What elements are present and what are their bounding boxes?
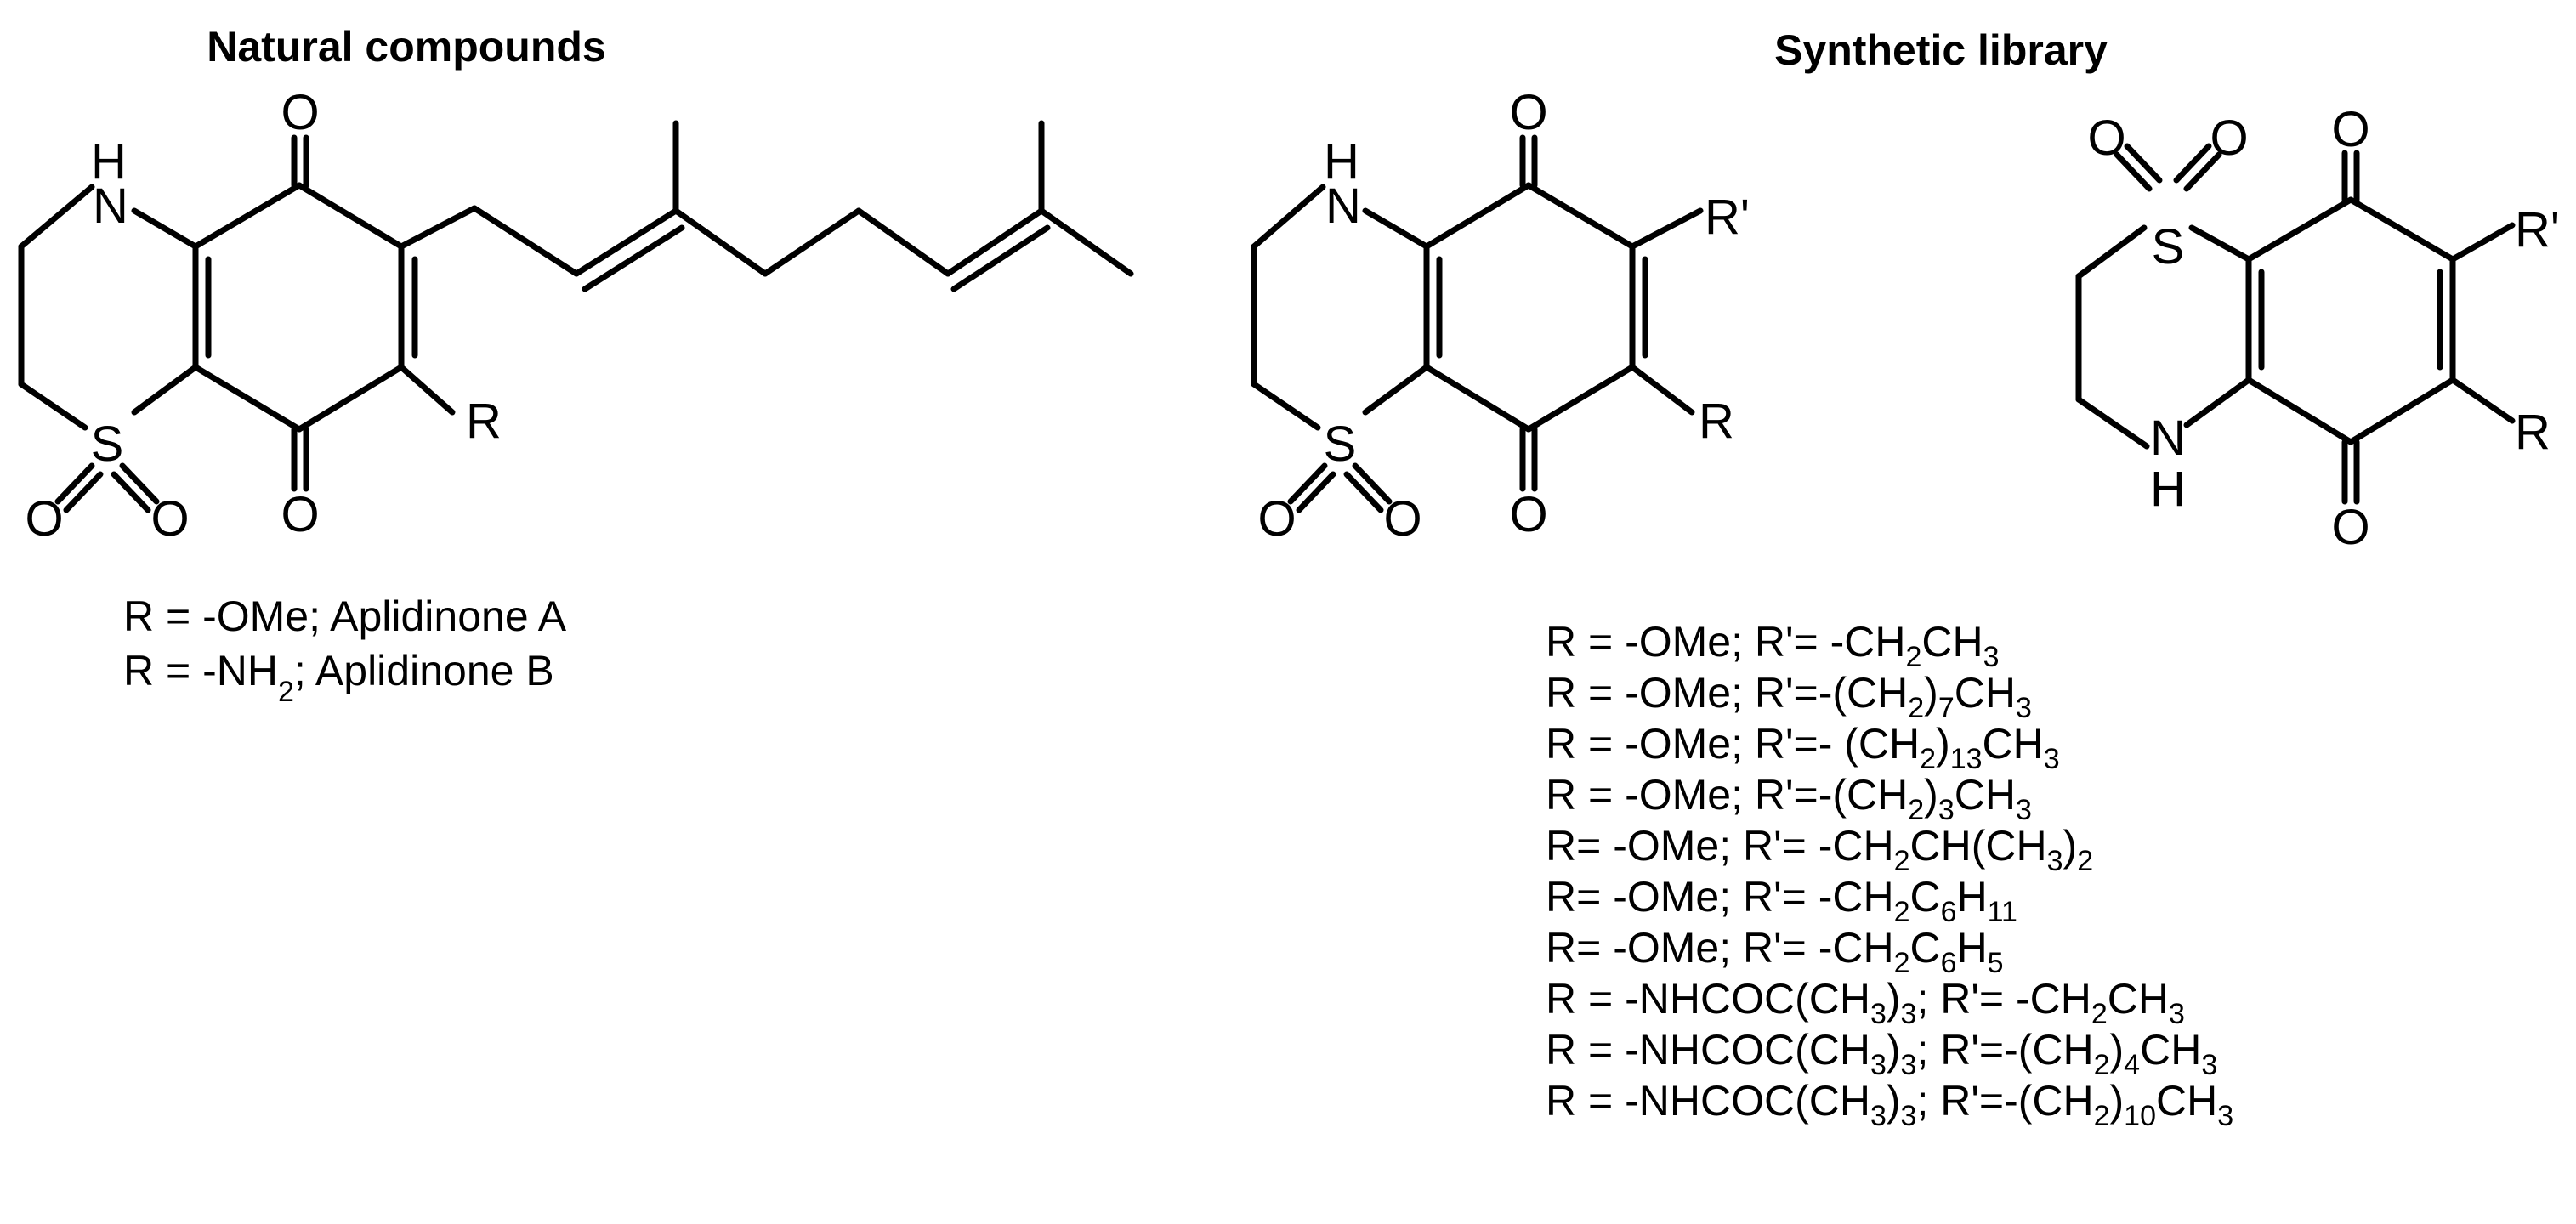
atom-o-carbonyl-bottom-synthetic-1: O: [1509, 487, 1547, 542]
atom-o-carbonyl-bottom-natural: O: [281, 487, 319, 542]
atom-s-synthetic-2: S: [2152, 219, 2185, 275]
atom-h-natural: H: [91, 134, 127, 190]
atom-o-sulfone-right-natural: O: [150, 491, 189, 547]
atom-n-natural: N: [93, 178, 128, 234]
caption-synthetic-6: R= -OMe; R'= -CH2C6H11: [1546, 873, 2017, 928]
atom-h-synthetic-1: H: [1324, 134, 1359, 190]
bonds-natural: [18, 120, 1134, 513]
caption-synthetic-5: R= -OMe; R'= -CH2CH(CH3)2: [1546, 822, 2093, 877]
caption-synthetic-10: R = -NHCOC(CH3)3; R'=-(CH2)10CH3: [1546, 1077, 2233, 1132]
caption-synthetic-2: R = -OMe; R'=-(CH2)7CH3: [1546, 669, 2032, 724]
bonds-synthetic-2: [2075, 143, 2516, 505]
heading-natural-compounds: Natural compounds: [207, 23, 605, 71]
atom-n-synthetic-1: N: [1325, 178, 1361, 234]
atom-o-sulfone-right-synthetic-1: O: [1383, 491, 1421, 547]
atom-r-synthetic-2: R: [2515, 405, 2550, 460]
caption-aplidinone-b: R = -NH2; Aplidinone B: [123, 647, 554, 708]
atom-h-synthetic-2: H: [2150, 462, 2186, 517]
caption-aplidinone-a: R = -OMe; Aplidinone A: [123, 592, 567, 640]
atom-o-carbonyl-top-synthetic-1: O: [1509, 85, 1547, 140]
atom-o-sulfone-left-natural: O: [25, 491, 63, 547]
atom-s-synthetic-1: S: [1324, 416, 1357, 472]
caption-synthetic-3: R = -OMe; R'=- (CH2)13CH3: [1546, 720, 2060, 775]
atom-n-synthetic-2: N: [2150, 411, 2186, 466]
structure-synthetic-1: H N S O O O O R' R: [1251, 85, 1750, 547]
caption-synthetic-7: R= -OMe; R'= -CH2C6H5: [1546, 924, 2004, 979]
heading-synthetic-library: Synthetic library: [1774, 26, 2108, 74]
atom-o-carbonyl-bottom-synthetic-2: O: [2331, 500, 2369, 555]
atom-r-natural: R: [466, 394, 502, 449]
atom-o-sulfone-right-synthetic-2: O: [2210, 110, 2248, 166]
atom-o-carbonyl-top-natural: O: [281, 85, 319, 140]
atom-r-prime-synthetic-2: R': [2515, 202, 2560, 258]
atom-o-sulfone-left-synthetic-2: O: [2087, 110, 2125, 166]
bonds-synthetic-1: [1251, 134, 1704, 513]
atom-r-synthetic-1: R: [1699, 394, 1734, 449]
caption-synthetic-4: R = -OMe; R'=-(CH2)3CH3: [1546, 771, 2032, 826]
atom-o-carbonyl-top-synthetic-2: O: [2331, 102, 2369, 157]
caption-synthetic-9: R = -NHCOC(CH3)3; R'=-(CH2)4CH3: [1546, 1026, 2217, 1081]
caption-synthetic-8: R = -NHCOC(CH3)3; R'= -CH2CH3: [1546, 975, 2185, 1030]
atom-s-natural: S: [91, 416, 124, 472]
structure-natural-compound: H N S O O O O R: [18, 85, 1134, 547]
caption-synthetic-1: R = -OMe; R'= -CH2CH3: [1546, 618, 2000, 673]
atom-r-prime-synthetic-1: R': [1705, 190, 1750, 245]
atom-o-sulfone-left-synthetic-1: O: [1257, 491, 1296, 547]
captions-natural: R = -OMe; Aplidinone A R = -NH2; Aplidin…: [123, 592, 567, 708]
structure-synthetic-2: O O S N H O O R' R: [2075, 102, 2560, 555]
